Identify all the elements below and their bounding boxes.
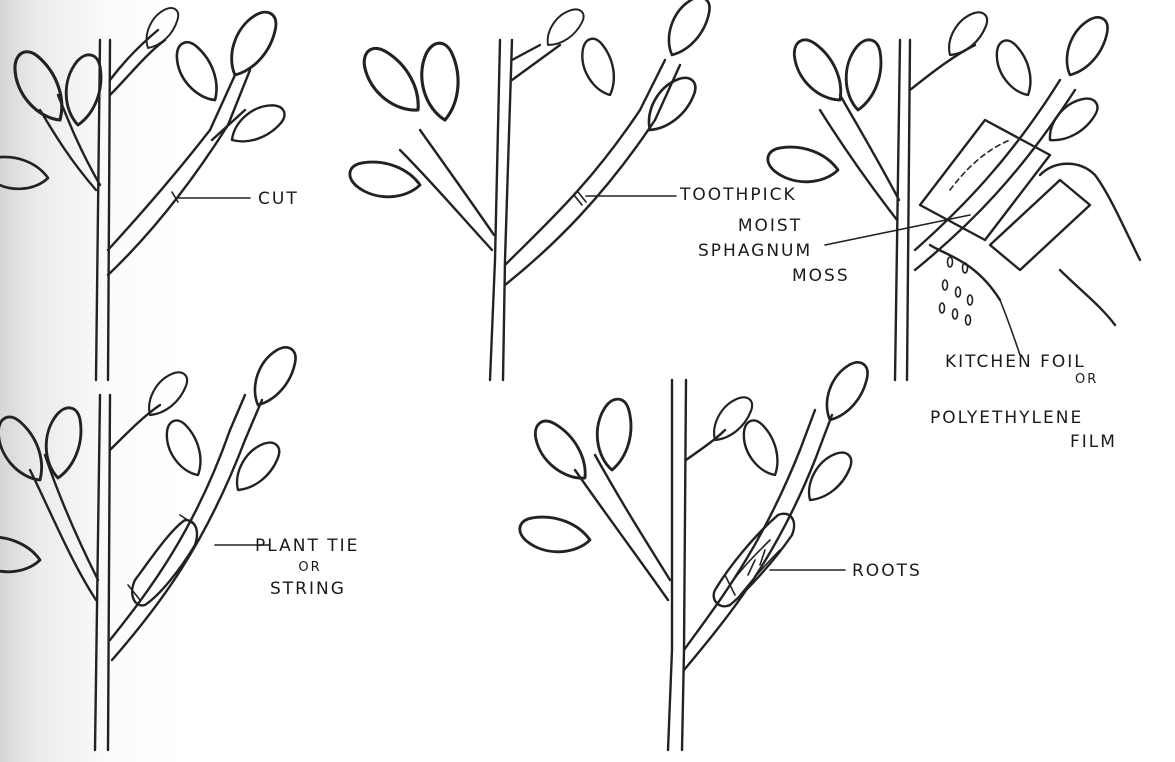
- label-polyethylene: POLYETHYLENE: [930, 410, 1083, 427]
- label-film: FILM: [1070, 434, 1117, 451]
- label-moist: MOIST: [730, 218, 810, 235]
- tree-roots-step: [517, 355, 875, 750]
- label-roots: ROOTS: [852, 563, 922, 580]
- label-or-tie: OR: [290, 561, 330, 574]
- label-toothpick: TOOTHPICK: [680, 187, 797, 204]
- tree-cut-step: [0, 2, 290, 380]
- label-string: STRING: [270, 581, 346, 598]
- label-moss: MOSS: [792, 268, 850, 285]
- label-plant-tie: PLANT TIE: [255, 538, 359, 555]
- label-sphagnum: SPHAGNUM: [698, 243, 812, 260]
- tree-wrap-step: [765, 5, 1140, 380]
- label-kitchen-foil: KITCHEN FOIL: [945, 354, 1086, 371]
- label-or-foil: OR: [1075, 373, 1098, 386]
- tree-toothpick-step: [347, 0, 717, 380]
- label-cut: CUT: [258, 191, 299, 208]
